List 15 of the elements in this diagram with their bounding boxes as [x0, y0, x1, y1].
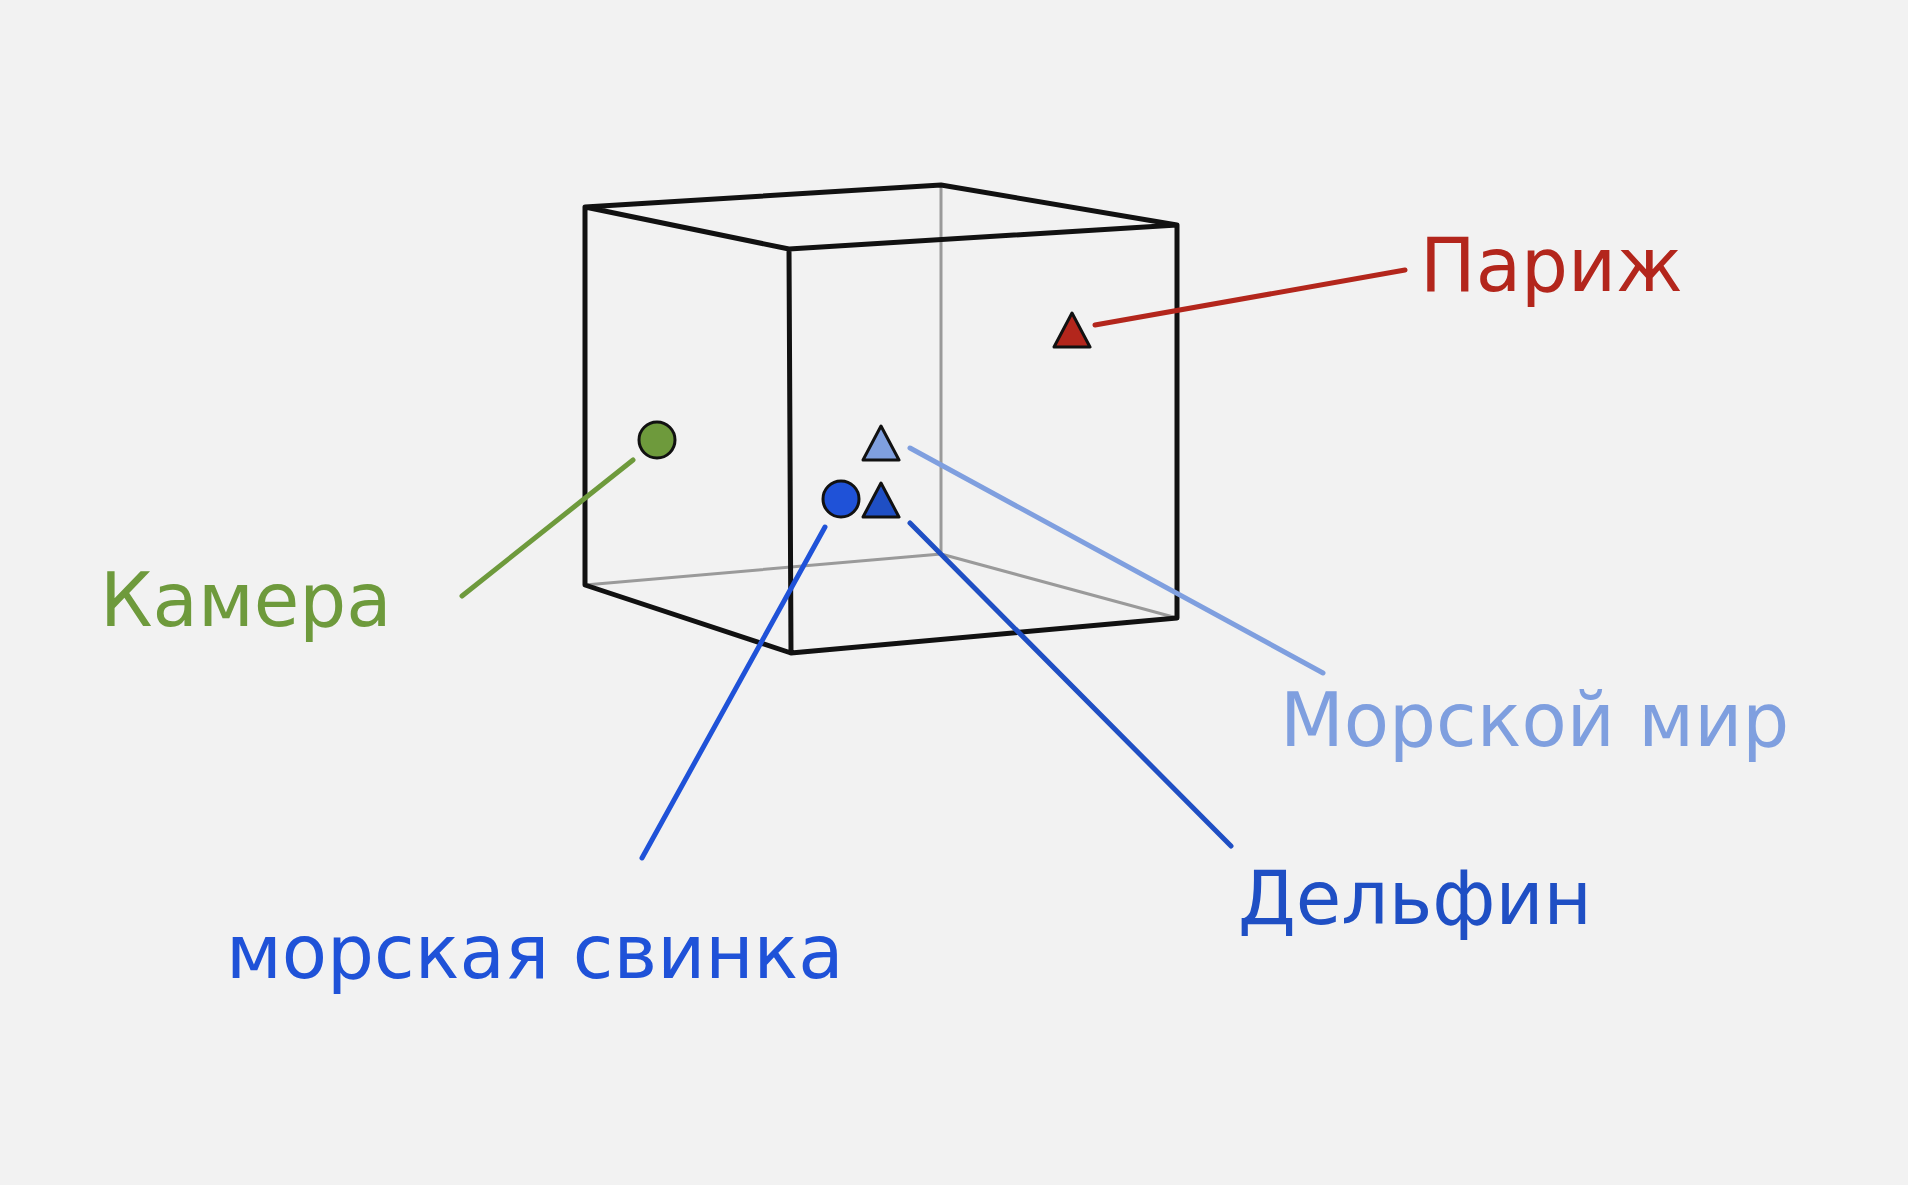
circle-marker [637, 420, 677, 460]
triangle-marker [1052, 310, 1092, 350]
place-label: Дельфин [1238, 858, 1592, 940]
leader-line [459, 457, 636, 599]
place-label: морская свинка [226, 912, 844, 994]
place-label: Камера [100, 560, 392, 642]
place-label: Париж [1420, 225, 1683, 307]
leader-line [1092, 267, 1408, 328]
circle-marker [821, 479, 861, 519]
leader-line [907, 445, 1326, 676]
place-label: Морской мир [1280, 680, 1790, 762]
triangle-marker [861, 423, 901, 463]
leader-line [907, 520, 1234, 849]
triangle-marker [861, 480, 901, 520]
leader-line [639, 524, 828, 861]
